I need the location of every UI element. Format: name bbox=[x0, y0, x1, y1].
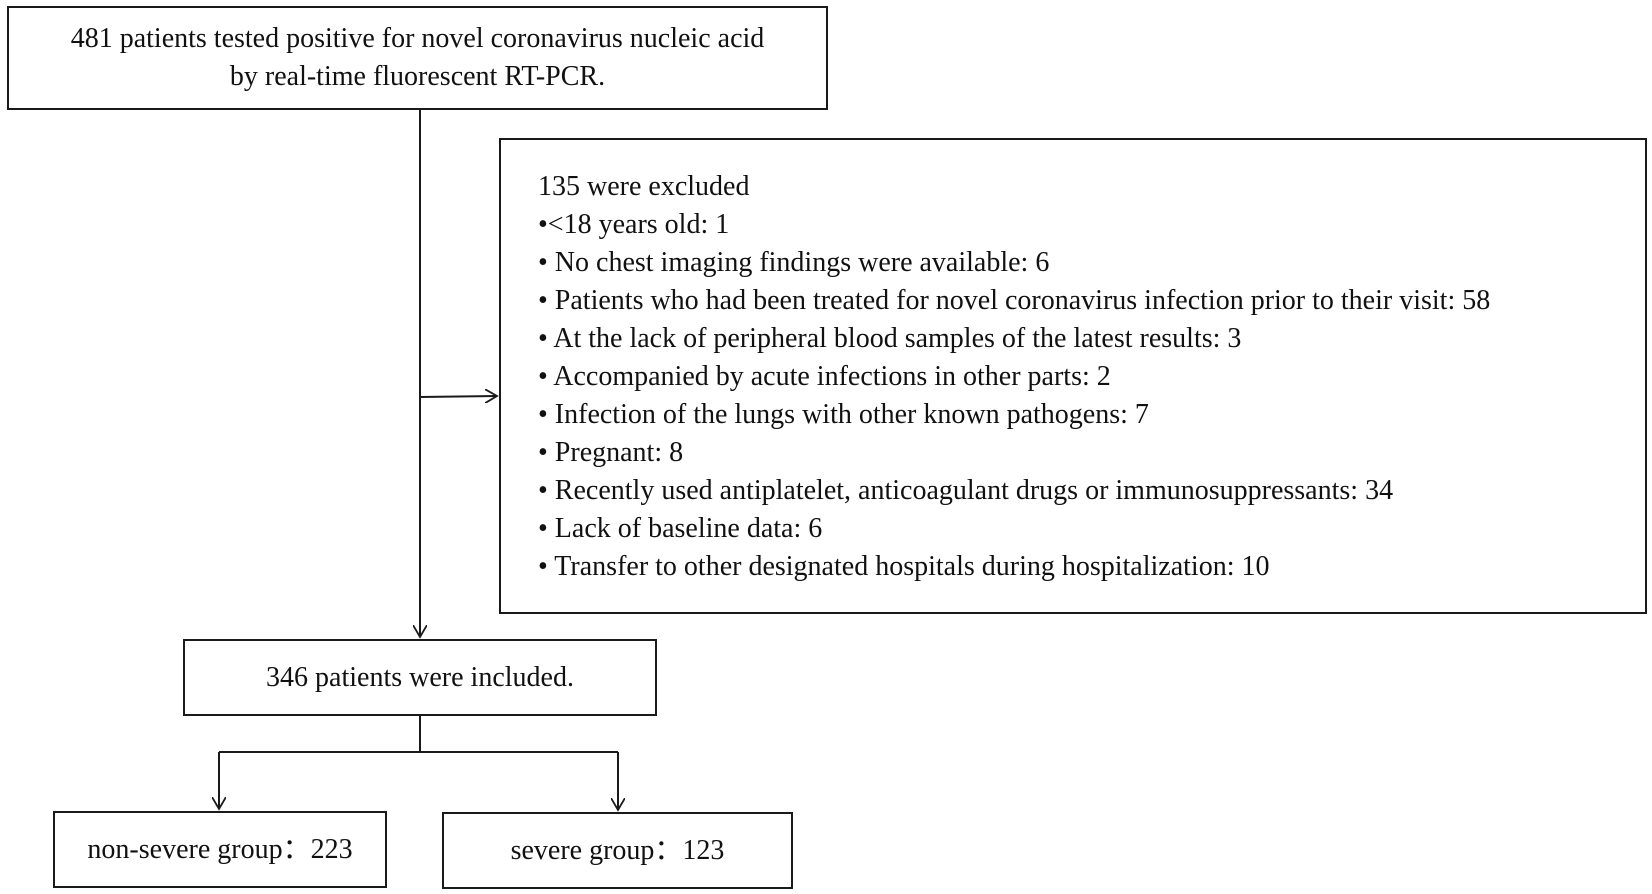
exclusion-item: • Pregnant: 8 bbox=[538, 437, 684, 468]
exclusion-item: • Lack of baseline data: 6 bbox=[538, 513, 823, 544]
exclusion-item: • Transfer to other designated hospitals… bbox=[538, 551, 1270, 582]
severe-group-box: severe group：123 bbox=[442, 812, 793, 889]
exclusion-box: 135 were excluded •<18 years old: 1 • No… bbox=[499, 138, 1647, 614]
nonsevere-group-box: non-severe group：223 bbox=[53, 811, 387, 888]
exclusion-item: • No chest imaging findings were availab… bbox=[538, 247, 1050, 278]
exclusion-item: • Infection of the lungs with other know… bbox=[538, 399, 1149, 430]
included-patients-box: 346 patients were included. bbox=[183, 639, 657, 716]
exclusion-item: •<18 years old: 1 bbox=[538, 209, 730, 240]
nonsevere-group-text: non-severe group：223 bbox=[87, 833, 353, 865]
positive-patients-line-1: 481 patients tested positive for novel c… bbox=[70, 23, 765, 54]
positive-patients-box: 481 patients tested positive for novel c… bbox=[7, 6, 828, 110]
exclusion-title: 135 were excluded bbox=[538, 171, 750, 202]
included-patients-text: 346 patients were included. bbox=[266, 661, 574, 693]
exclusion-branch-arrow bbox=[419, 396, 497, 397]
positive-patients-line-2: by real-time fluorescent RT-PCR. bbox=[229, 61, 606, 92]
severe-group-text: severe group：123 bbox=[510, 834, 725, 866]
exclusion-item: • Recently used antiplatelet, anticoagul… bbox=[538, 475, 1394, 506]
exclusion-item: • Patients who had been treated for nove… bbox=[538, 285, 1491, 316]
exclusion-item: • At the lack of peripheral blood sample… bbox=[538, 323, 1242, 354]
exclusion-item: • Accompanied by acute infections in oth… bbox=[538, 361, 1111, 392]
